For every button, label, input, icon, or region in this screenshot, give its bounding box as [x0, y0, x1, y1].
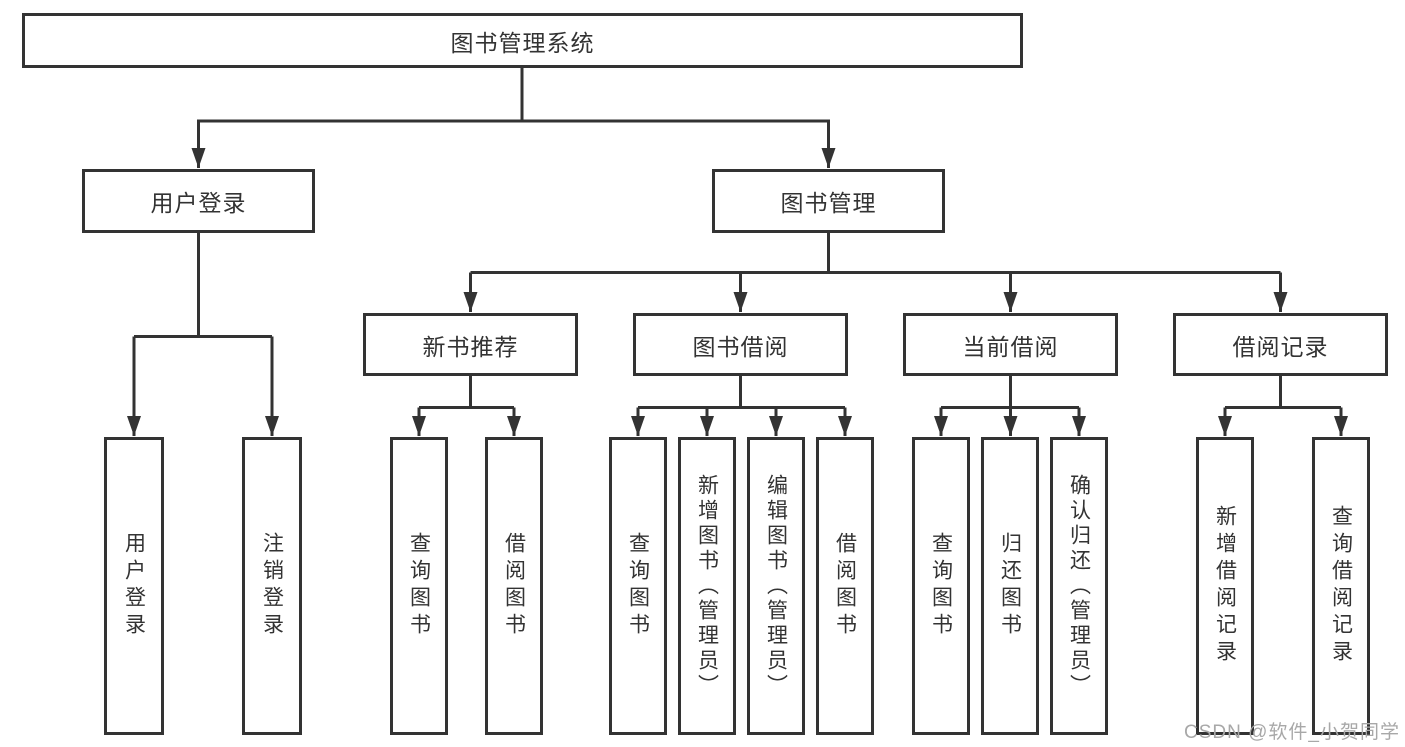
node-root-system-label: 图书管理系统	[450, 29, 595, 56]
leaf-add-borrow-record: 新增借阅记录	[1196, 437, 1254, 735]
node-new-book-recommend-label: 新书推荐	[422, 333, 519, 360]
leaf-add-borrow-record-label: 新增借阅记录	[1213, 505, 1237, 667]
node-root-system: 图书管理系统	[22, 13, 1023, 68]
node-new-book-recommend: 新书推荐	[363, 313, 578, 376]
csdn-watermark: CSDN @软件_小贺同学	[1184, 722, 1400, 743]
leaf-query-borrow-record-label: 查询借阅记录	[1329, 505, 1353, 667]
leaf-current-query-book: 查询图书	[912, 437, 970, 735]
leaf-return-book: 归还图书	[981, 437, 1039, 735]
leaf-confirm-return-admin-label: 确认归还（管理员）	[1067, 473, 1091, 699]
leaf-recommend-borrow-book-label: 借阅图书	[502, 532, 526, 640]
leaf-logout-label: 注销登录	[260, 532, 284, 640]
node-book-borrow: 图书借阅	[633, 313, 848, 376]
leaf-recommend-query-book: 查询图书	[390, 437, 448, 735]
node-current-borrow-label: 当前借阅	[962, 333, 1059, 360]
leaf-user-login-label: 用户登录	[122, 532, 146, 640]
node-user-login-branch: 用户登录	[82, 169, 315, 233]
node-book-management-branch-label: 图书管理	[780, 190, 877, 216]
leaf-query-borrow-record: 查询借阅记录	[1312, 437, 1370, 735]
leaf-return-book-label: 归还图书	[998, 532, 1022, 640]
leaf-edit-book-admin: 编辑图书（管理员）	[747, 437, 805, 735]
leaf-borrow-query-book: 查询图书	[609, 437, 667, 735]
node-current-borrow: 当前借阅	[903, 313, 1118, 376]
node-borrow-record: 借阅记录	[1173, 313, 1388, 376]
node-book-management-branch: 图书管理	[712, 169, 945, 233]
leaf-recommend-borrow-book: 借阅图书	[485, 437, 543, 735]
leaf-confirm-return-admin: 确认归还（管理员）	[1050, 437, 1108, 735]
leaf-logout: 注销登录	[242, 437, 302, 735]
leaf-edit-book-admin-label: 编辑图书（管理员）	[764, 473, 788, 699]
node-book-borrow-label: 图书借阅	[692, 333, 789, 360]
leaf-borrow-query-book-label: 查询图书	[626, 532, 650, 640]
leaf-add-book-admin-label: 新增图书（管理员）	[695, 473, 719, 699]
leaf-user-login: 用户登录	[104, 437, 164, 735]
leaf-current-query-book-label: 查询图书	[929, 532, 953, 640]
leaf-borrow-book-label: 借阅图书	[833, 532, 857, 640]
node-user-login-branch-label: 用户登录	[150, 190, 247, 216]
node-borrow-record-label: 借阅记录	[1232, 333, 1329, 360]
leaf-add-book-admin: 新增图书（管理员）	[678, 437, 736, 735]
leaf-borrow-book: 借阅图书	[816, 437, 874, 735]
leaf-recommend-query-book-label: 查询图书	[407, 532, 431, 640]
